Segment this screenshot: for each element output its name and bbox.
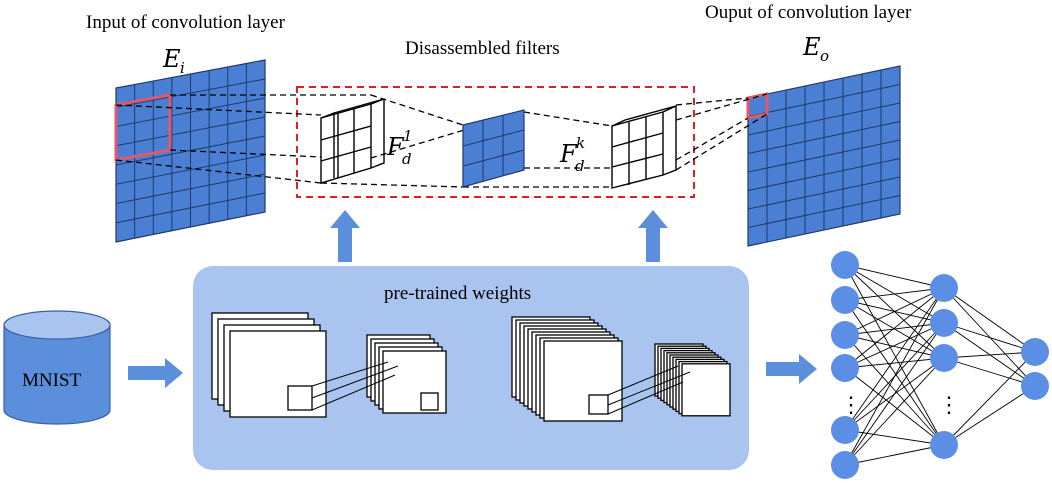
output-grid-lines: [747, 70, 901, 242]
network-edge: [943, 322, 1036, 353]
network-edge: [844, 322, 945, 336]
network-edge: [844, 287, 945, 369]
output-highlight-cell: [746, 92, 769, 120]
output-feature-map: [746, 65, 901, 247]
network-node: [930, 309, 958, 337]
network-edge: [844, 287, 945, 336]
filter-cube-1: [320, 98, 385, 184]
network-edge: [844, 322, 945, 369]
up-arrow-right: [638, 210, 668, 262]
output-grid-hline: [747, 158, 901, 191]
network-edge: [943, 385, 1036, 446]
fd1-sup: 1: [403, 127, 413, 145]
network-node: [831, 451, 859, 479]
ei-sub: i: [180, 59, 185, 77]
weight-stack-large-c: [511, 316, 623, 422]
fdk-sub: d: [575, 157, 585, 175]
output-grid-hline: [747, 176, 901, 210]
eo-sub: o: [820, 47, 829, 65]
network-node: [930, 344, 958, 372]
weight-sheet: [681, 363, 731, 417]
fd1-base: F: [386, 133, 405, 161]
network-edge: [844, 334, 945, 359]
mnist-database: MNIST: [3, 310, 111, 425]
eo-base: E: [802, 33, 821, 61]
network-edge: [844, 429, 945, 446]
network-edge: [844, 264, 945, 289]
network-edge: [844, 357, 945, 369]
network-edge: [844, 299, 945, 446]
fd1-label: F d 1: [386, 127, 413, 168]
ellipsis-layer-1: ⋮: [840, 392, 862, 417]
network-edge: [844, 367, 945, 446]
weight-sheet: [543, 340, 623, 422]
network-edge: [844, 287, 945, 301]
filters-title: Disassembled filters: [405, 38, 560, 59]
ei-base: E: [162, 45, 181, 73]
network-node: [930, 274, 958, 302]
network-edge: [844, 322, 945, 466]
network-edge: [943, 351, 1036, 446]
fdk-label: F d k: [559, 134, 585, 175]
output-title: Ouput of convolution layer: [705, 2, 912, 23]
network-node: [1021, 372, 1049, 400]
filter-cube-k: [611, 105, 677, 189]
network-node: [831, 251, 859, 279]
filter-slice-blue: [462, 109, 525, 188]
network-edge: [943, 287, 1036, 387]
network-edge: [943, 351, 1036, 359]
network-edge: [844, 357, 945, 466]
arrow-to-network: [766, 354, 817, 384]
network-node: [1021, 338, 1049, 366]
input-grid-hline: [115, 192, 266, 224]
network-edge: [844, 264, 945, 446]
weight-stack-small-d: [654, 343, 731, 417]
network-node: [831, 321, 859, 349]
weight-stack-small-b: [366, 334, 447, 414]
network-edge: [844, 444, 945, 466]
network-node: [831, 354, 859, 382]
input-title: Input of convolution layer: [86, 12, 286, 33]
input-grid-hline: [115, 154, 266, 185]
right-arrows: [128, 354, 817, 388]
network-nodes: [831, 251, 1049, 479]
eo-label: E o: [802, 33, 829, 65]
mnist-label: MNIST: [22, 370, 82, 391]
fd1-sub: d: [402, 150, 412, 168]
network-edge: [844, 287, 945, 431]
network-edge: [943, 357, 1036, 387]
up-arrows: [330, 210, 668, 262]
network-ellipses: ⋮ ⋮: [840, 392, 960, 417]
output-grid-hline: [747, 195, 901, 228]
kernel-projections: [287, 361, 691, 415]
filters-dashed-box: [296, 86, 695, 198]
up-arrow-left: [330, 210, 360, 262]
network-node: [831, 416, 859, 444]
network-edge: [844, 287, 945, 466]
network-edge: [844, 334, 945, 446]
output-grid-hline: [747, 139, 901, 173]
pretrained-title: pre-trained weights: [384, 283, 531, 304]
network-edges: [844, 264, 1036, 466]
fdk-base: F: [559, 140, 578, 168]
network-node: [831, 286, 859, 314]
arrow-to-panel: [128, 358, 183, 388]
network-edge: [943, 287, 1036, 353]
input-grid-hline: [115, 173, 266, 204]
fdk-sup: k: [576, 134, 585, 152]
network-edge: [943, 322, 1036, 387]
ei-label: E i: [162, 45, 185, 77]
ellipsis-layer-2: ⋮: [938, 392, 960, 417]
network-node: [930, 431, 958, 459]
